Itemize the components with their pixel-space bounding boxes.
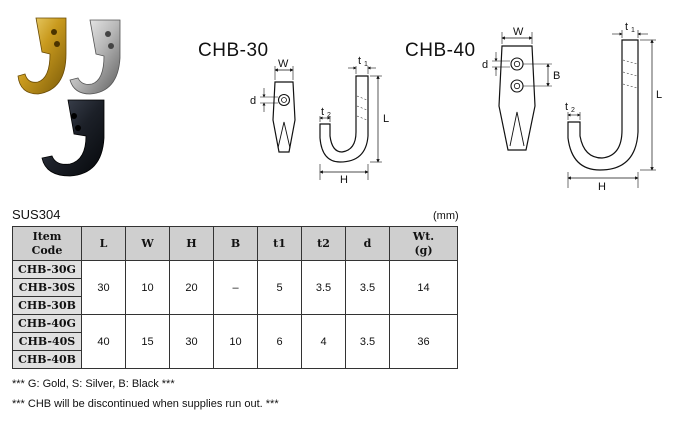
table-row: CHB-40G 40 15 30 10 6 4 3.5 36 bbox=[12, 314, 458, 369]
chb30-label-t1-sub: 1 bbox=[364, 61, 368, 68]
header-wt: Wt.(g) bbox=[389, 226, 458, 261]
chb40-title: CHB-40 bbox=[405, 40, 476, 61]
header-h: H bbox=[169, 226, 214, 261]
gold-hook bbox=[17, 17, 67, 95]
chb40-label-t1: t bbox=[625, 21, 628, 33]
cell-t1: 6 bbox=[257, 314, 302, 369]
chb40-label-t1-sub: 1 bbox=[631, 27, 635, 34]
cell-b: 10 bbox=[213, 314, 258, 369]
chb30-label-t1: t bbox=[358, 55, 361, 67]
unit-label: (mm) bbox=[433, 210, 459, 222]
cell-h: 20 bbox=[169, 260, 214, 315]
cell-w: 15 bbox=[125, 314, 170, 369]
cell-w: 10 bbox=[125, 260, 170, 315]
silver-hook bbox=[69, 19, 121, 95]
item-code-cell: CHB-30S bbox=[12, 278, 82, 297]
cell-d: 3.5 bbox=[345, 260, 390, 315]
cell-t2: 3.5 bbox=[301, 260, 346, 315]
chb30-label-t2: t bbox=[321, 106, 324, 118]
cell-wt: 36 bbox=[389, 314, 458, 369]
chb40-label-b: B bbox=[553, 70, 560, 82]
header-d: d bbox=[345, 226, 390, 261]
cell-t2: 4 bbox=[301, 314, 346, 369]
discontinued-note: *** CHB will be discontinued when suppli… bbox=[12, 398, 279, 410]
header-t2: t2 bbox=[301, 226, 346, 261]
chb30-label-d: d bbox=[250, 95, 256, 107]
table-row: CHB-30B bbox=[12, 296, 458, 315]
chb30-title: CHB-30 bbox=[198, 40, 269, 61]
header-b: B bbox=[213, 226, 258, 261]
chb40-label-d: d bbox=[482, 59, 488, 71]
chb40-label-t2-sub: 2 bbox=[571, 107, 575, 114]
table-row: CHB-40B bbox=[12, 350, 458, 369]
chb40-label-t2: t bbox=[565, 101, 568, 113]
chb30-label-l: L bbox=[383, 113, 389, 125]
chb30-label-t2-sub: 2 bbox=[327, 112, 331, 119]
cell-l: 30 bbox=[81, 260, 126, 315]
chb30-drawing: CHB-30 W d t 1 t 2 L bbox=[198, 40, 389, 186]
chb40-label-l: L bbox=[656, 89, 662, 101]
technical-drawings: CHB-30 W d t 1 t 2 L bbox=[198, 21, 662, 193]
item-code-cell: CHB-30G bbox=[12, 260, 82, 279]
header-w: W bbox=[125, 226, 170, 261]
chb30-label-w: W bbox=[278, 58, 289, 70]
color-note: *** G: Gold, S: Silver, B: Black *** bbox=[12, 378, 175, 390]
chb30-label-h: H bbox=[340, 174, 348, 186]
table-row: CHB-30S bbox=[12, 278, 458, 297]
item-code-cell: CHB-40G bbox=[12, 314, 82, 333]
cell-t1: 5 bbox=[257, 260, 302, 315]
cell-b: – bbox=[213, 260, 258, 315]
cell-wt: 14 bbox=[389, 260, 458, 315]
table-row: CHB-30G 30 10 20 – 5 3.5 3.5 14 bbox=[12, 260, 458, 315]
material-label: SUS304 bbox=[12, 207, 61, 222]
item-code-cell: CHB-40S bbox=[12, 332, 82, 351]
item-code-cell: CHB-40B bbox=[12, 350, 82, 369]
chb40-label-h: H bbox=[598, 181, 606, 193]
product-photo bbox=[17, 17, 121, 177]
chb40-drawing: CHB-40 W d B t 1 bbox=[405, 21, 662, 193]
cell-d: 3.5 bbox=[345, 314, 390, 369]
table-row: CHB-40S bbox=[12, 332, 458, 351]
header-l: L bbox=[81, 226, 126, 261]
black-hook bbox=[41, 99, 105, 177]
item-code-cell: CHB-30B bbox=[12, 296, 82, 315]
cell-h: 30 bbox=[169, 314, 214, 369]
cell-l: 40 bbox=[81, 314, 126, 369]
chb40-label-w: W bbox=[513, 26, 524, 38]
header-t1: t1 bbox=[257, 226, 302, 261]
